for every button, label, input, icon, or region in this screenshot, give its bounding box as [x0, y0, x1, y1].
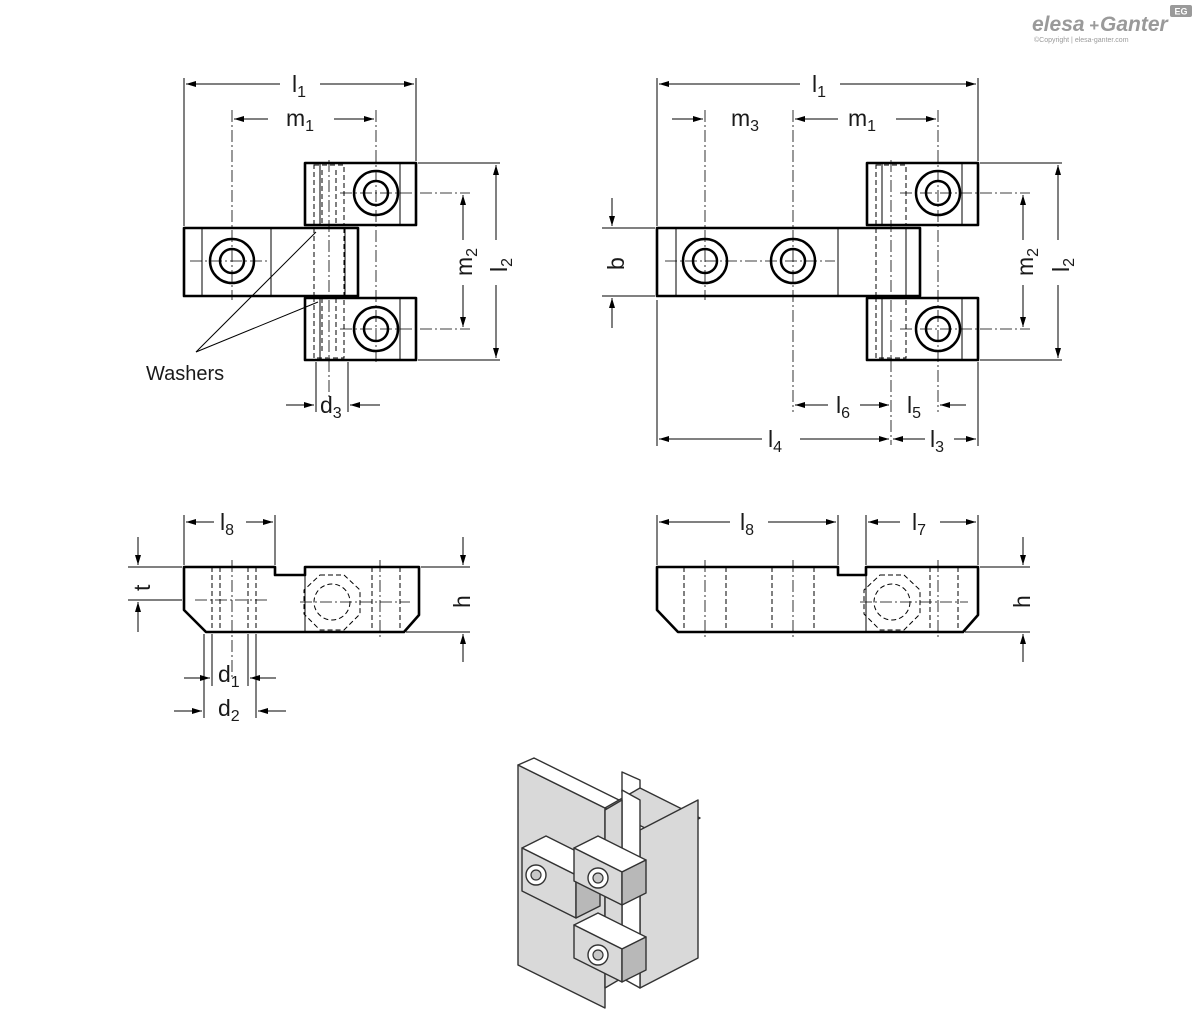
- dim-label-l4: l4: [768, 426, 782, 456]
- dim-label-m1: m1: [848, 105, 876, 135]
- side-right-view: l8 l7 h: [655, 509, 1035, 662]
- logo-badge: [1170, 5, 1192, 17]
- side-left-view: l8 t h d1 d2: [128, 509, 475, 725]
- lower-leaf: [865, 296, 980, 362]
- dim-label-l2: l2: [486, 258, 516, 272]
- dim-label-m3: m3: [731, 105, 759, 135]
- logo-plus-text: +: [1089, 16, 1099, 35]
- dim-label-l8: l8: [220, 509, 234, 539]
- dim-label-m2: m2: [451, 248, 481, 276]
- dim-label-d2: d2: [218, 695, 240, 725]
- logo-right-text: Ganter: [1100, 13, 1170, 36]
- middle-leaf: [655, 226, 922, 298]
- side-profile-long: [655, 565, 980, 634]
- dim-label-l5: l5: [907, 392, 921, 422]
- isometric-hinge-illustration: [517, 757, 701, 1009]
- dim-label-m2: m2: [1012, 248, 1042, 276]
- dim-label-l8: l8: [740, 509, 754, 539]
- brand-logo: elesa + Ganter EG ©Copyright | elesa-gan…: [1032, 5, 1192, 44]
- top-right-view: l1 m3 m1 b m2 l2 l6 l5: [602, 71, 1078, 456]
- dim-label-m1: m1: [286, 105, 314, 135]
- dim-label-h: h: [449, 595, 475, 608]
- upper-leaf: [303, 161, 418, 227]
- dim-label-t: t: [129, 584, 155, 591]
- top-left-view: l1 m1 m2 l2 d3 Washers: [146, 71, 516, 422]
- washers-callout: Washers: [146, 363, 224, 385]
- logo-left-text: elesa: [1032, 13, 1085, 36]
- dim-label-b: b: [603, 257, 629, 270]
- dim-label-l2: l2: [1048, 258, 1078, 272]
- logo-badge-text: EG: [1174, 7, 1187, 17]
- dim-label-d3: d3: [320, 392, 342, 422]
- dim-label-h: h: [1009, 595, 1035, 608]
- dim-label-l7: l7: [912, 509, 926, 539]
- dim-label-l3: l3: [930, 426, 944, 456]
- dim-label-l6: l6: [836, 392, 850, 422]
- dim-label-d1: d1: [218, 661, 240, 691]
- side-profile-short: [182, 565, 421, 634]
- upper-leaf: [865, 161, 980, 227]
- dim-label-l1: l1: [292, 71, 306, 101]
- copyright-text: ©Copyright | elesa-ganter.com: [1034, 36, 1129, 44]
- dim-label-l1: l1: [812, 71, 826, 101]
